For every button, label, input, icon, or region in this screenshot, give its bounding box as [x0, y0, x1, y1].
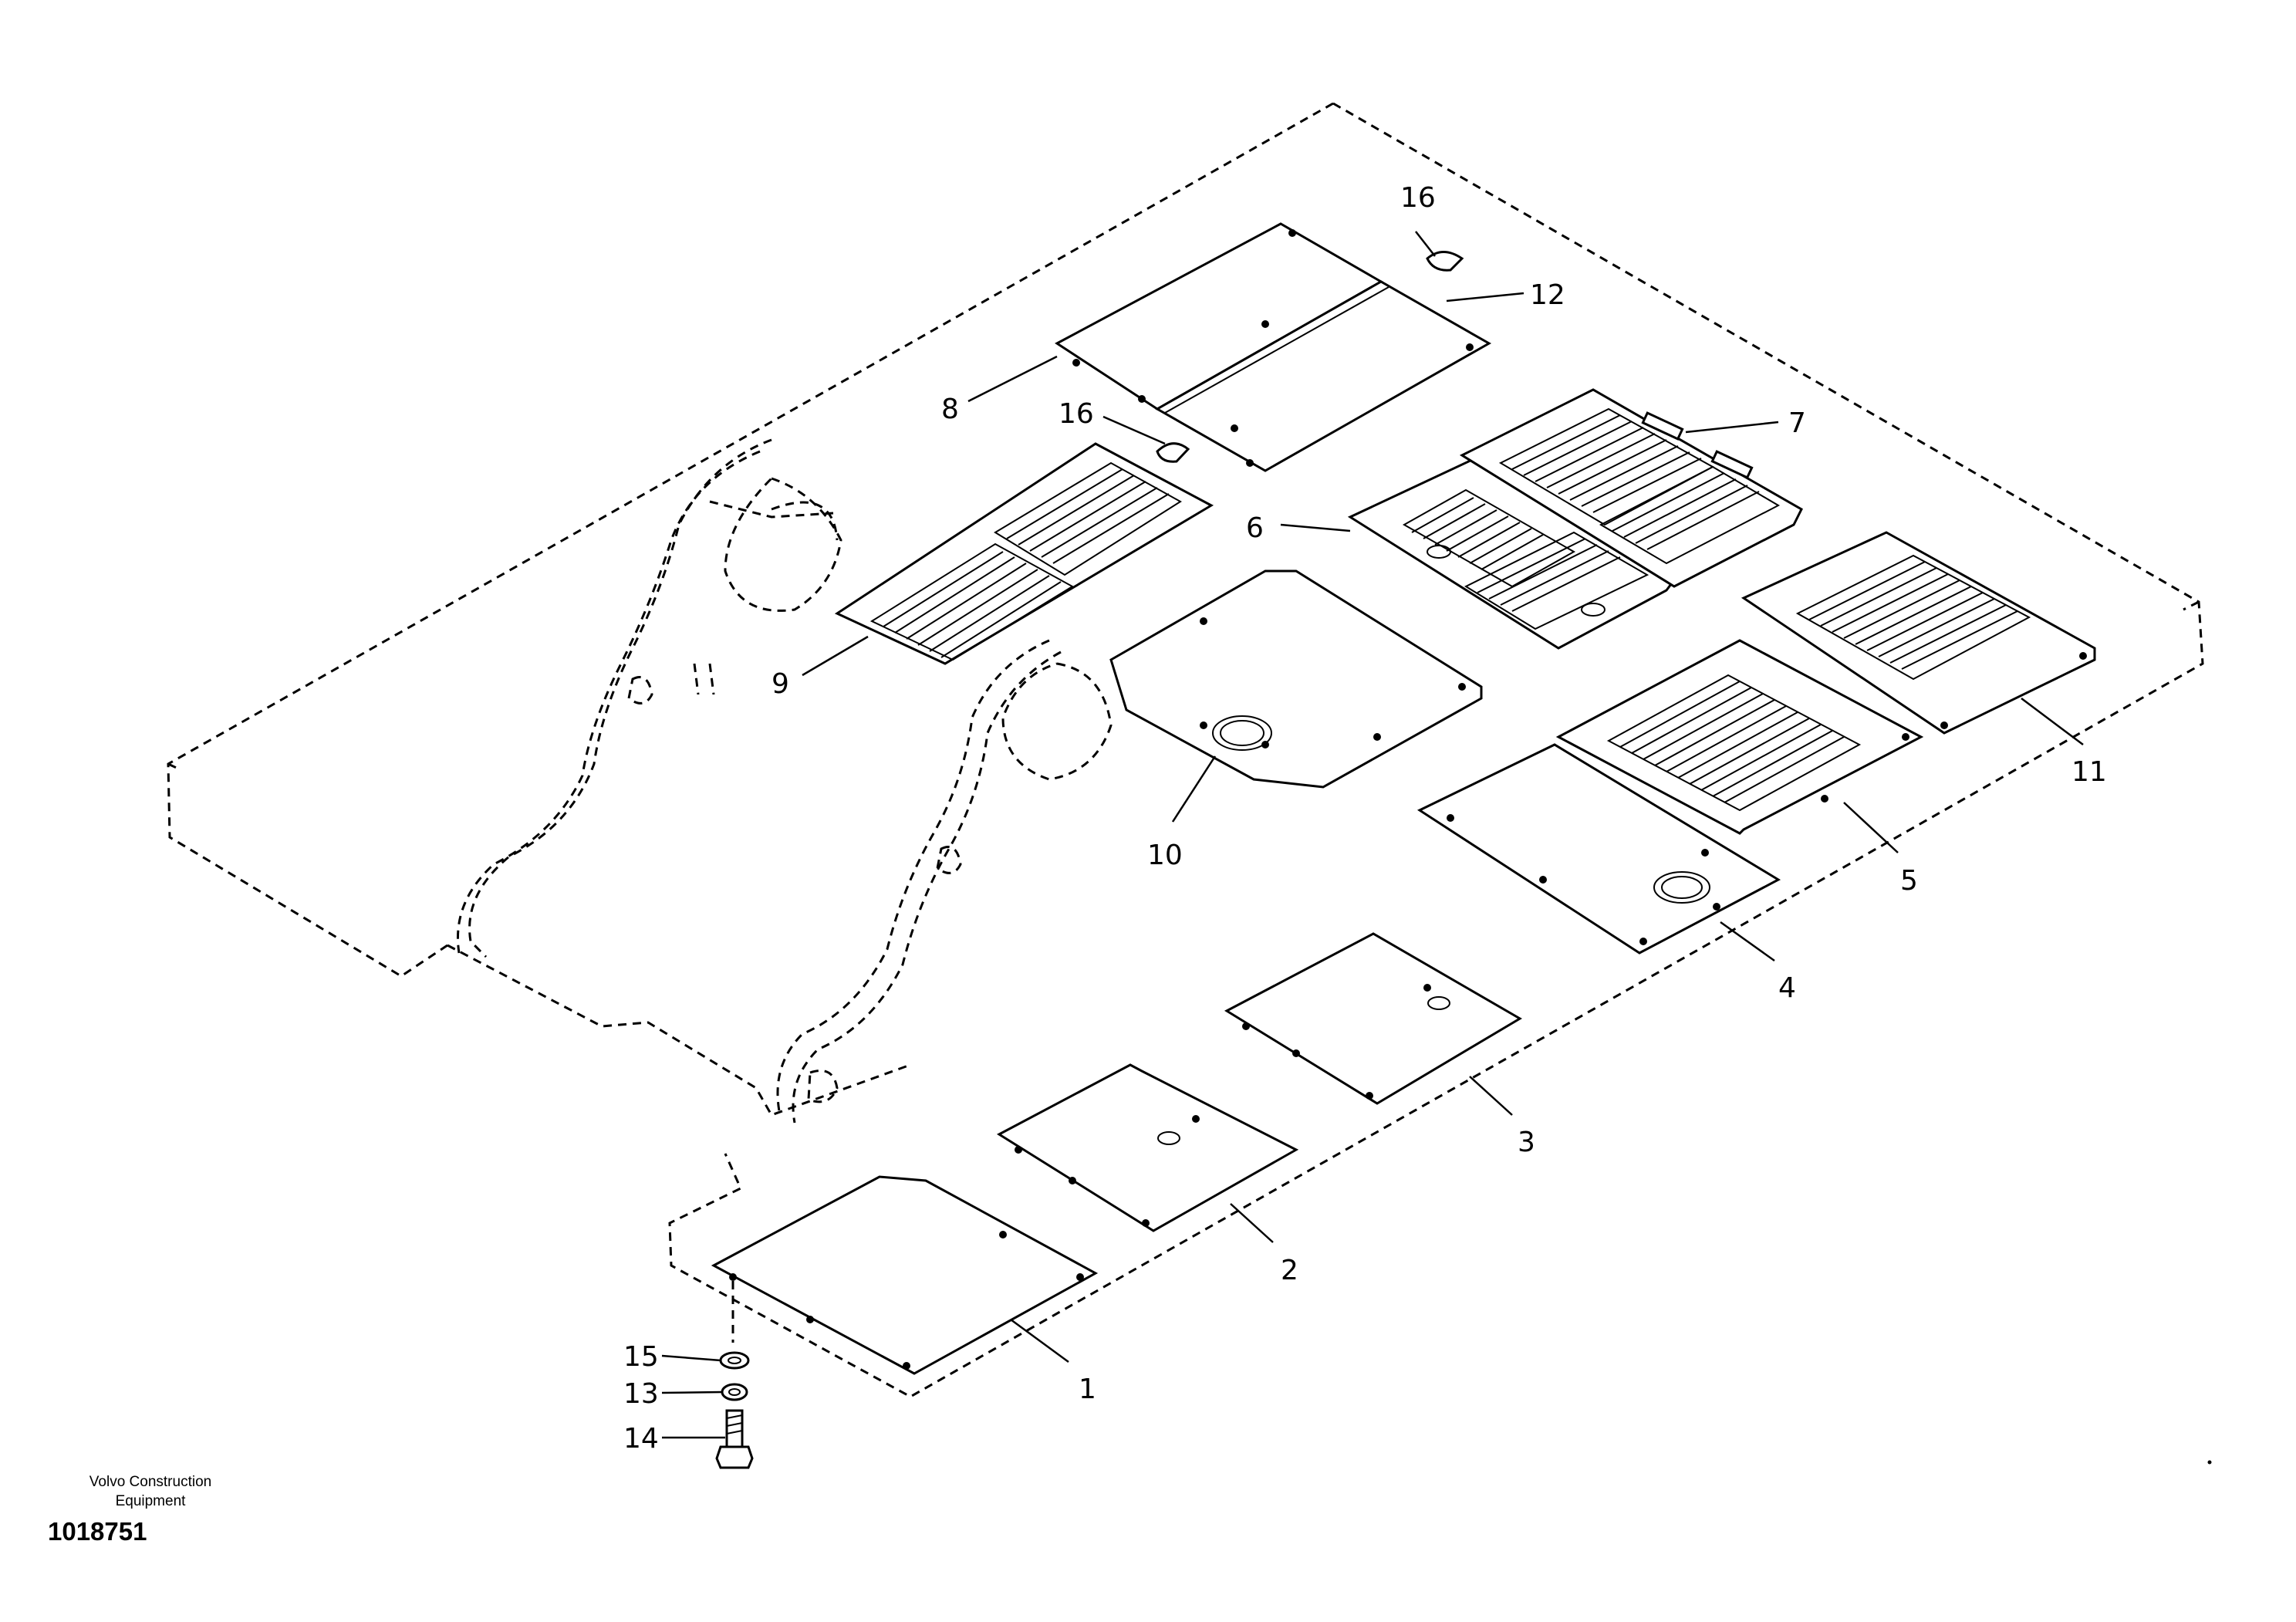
- callout-12: 12: [1530, 279, 1565, 311]
- part-11-grille-panel: [1741, 531, 2096, 735]
- part-14-bolt: [715, 1409, 754, 1469]
- callout-13: 13: [623, 1378, 659, 1410]
- part-3-cover: [1224, 932, 1522, 1105]
- part-9-grille-panel: [834, 442, 1214, 665]
- callout-9: 9: [772, 668, 789, 700]
- callout-16-upper: 16: [1400, 182, 1436, 214]
- manufacturer-line-2: Equipment: [115, 1493, 186, 1509]
- frame-outline: [167, 102, 2204, 1398]
- callout-1: 1: [1079, 1374, 1096, 1405]
- stray-dot: [2207, 1460, 2212, 1465]
- callout-14: 14: [623, 1423, 659, 1455]
- part-2-cover: [996, 1063, 1299, 1232]
- leader-lines: [661, 231, 2084, 1439]
- callouts: 1 2 3 4 5 6 7 8 9 10 11 12 13 14 15 16 1…: [623, 182, 2107, 1455]
- part-15-washer: [719, 1351, 750, 1370]
- part-13-lock-washer: [721, 1383, 748, 1401]
- manufacturer-line-1: Volvo Construction: [89, 1474, 212, 1490]
- part-16-tab-upper: [1426, 251, 1464, 272]
- callout-7: 7: [1788, 407, 1806, 439]
- callout-3: 3: [1518, 1127, 1535, 1158]
- callout-2: 2: [1281, 1255, 1298, 1286]
- callout-15: 15: [623, 1341, 659, 1373]
- document-number: 1018751: [48, 1517, 147, 1546]
- callout-10: 10: [1147, 840, 1183, 871]
- part-12-panel: [1154, 280, 1492, 472]
- part-1-cover: [711, 1175, 1099, 1375]
- part-7-grille-panel: [1459, 388, 1803, 588]
- callout-16-lower: 16: [1059, 398, 1094, 430]
- part-10-cover: [1109, 569, 1483, 789]
- part-16-tab-lower: [1156, 442, 1190, 463]
- callout-8: 8: [941, 394, 959, 425]
- callout-4: 4: [1778, 972, 1796, 1004]
- callout-5: 5: [1900, 865, 1918, 897]
- callout-11: 11: [2071, 756, 2107, 788]
- part-4-cover: [1416, 743, 1781, 955]
- manufacturer-label: Volvo Construction Equipment: [46, 1472, 255, 1511]
- part-5-grille-panel: [1555, 639, 1924, 835]
- callout-6: 6: [1246, 512, 1264, 544]
